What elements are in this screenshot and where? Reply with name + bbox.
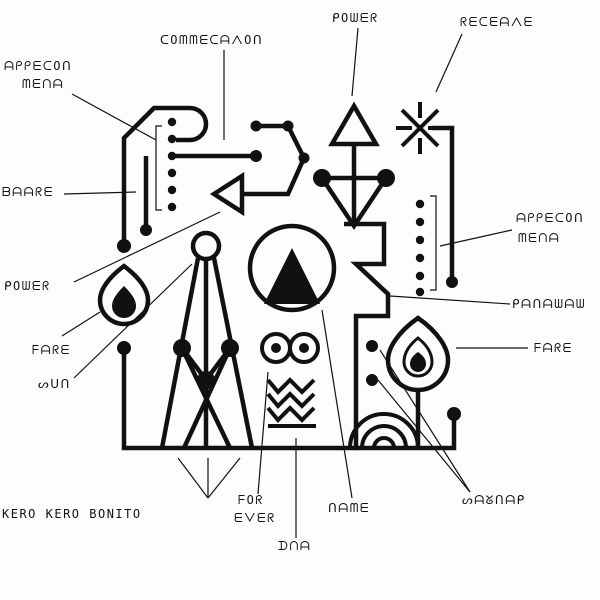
wire-receiver [432,125,455,280]
down-triangle [317,175,391,231]
signal-arcs-icon [348,412,420,449]
label-mission-menu-left-line1: ᗩᑭᑭᗴᑕOᑎ [4,59,72,73]
label-mission-menu-right-line1: ᗩᑭᑭᗴᑕOᑎ [516,211,584,225]
name-eye-symbol [247,223,337,313]
node [140,224,152,236]
node [250,150,262,162]
label-window: ᑭᗩᑎᗩᗯᗩᗯ [512,297,586,311]
label-power-top: ᑭOᗯᗴᖇ [332,11,379,25]
label-signal: ᔕᗩᘜᑎᗩᑭ [462,493,526,507]
fire-left-icon [97,263,151,327]
fire-right-icon [385,315,451,448]
wire-left-loop [121,105,209,246]
label-receiver: ᖇᗴᑕᗴᗩᐱᗴ [460,15,534,29]
mission-menu-left [155,117,177,212]
label-fire-right: ᖴᗩᖇᗴ [534,341,573,355]
window-outline [121,221,391,451]
label-mission-menu-left-line2: ᗰᗴᑎᗩ [22,77,64,91]
label-for-ever-line2: ᗴᐯᗴᖇ [234,511,276,525]
label-dna: ᗪᑎᗩ [278,539,311,553]
power-triangle [328,101,380,147]
signal-dot [366,374,378,386]
label-name: ᑎᗩᗰᗴ [328,501,370,515]
wire-bottom-right [356,416,457,451]
mission-menu-right [415,195,437,297]
receiver-star-icon [396,102,444,154]
label-kero-kero-bonito: KERO KERO BONITO [2,507,142,521]
node [117,239,131,253]
label-for-ever-line1: ᖴOᖇ [238,493,264,507]
label-sun: ᔕᑌᑎ [38,377,71,391]
leader-lines [61,27,528,538]
label-board: ᗷᗩᗩᖇᗴ [2,185,54,199]
label-connection: ᑕOᗰᗰᗴᑕᗩᐱOᑎ [160,33,263,47]
label-mission-menu-right-line2: ᗰᗴᑎᗩ [518,231,560,245]
signal-dot [366,340,378,352]
for-ever-infinity-icon [260,332,320,364]
dna-zigzag-icon [266,377,316,428]
sun-antenna [159,230,255,449]
label-power-left: ᑭOᗯᗴᖇ [4,279,51,293]
arrow-triangle [209,171,245,217]
label-fire-left: ᖴᗩᖇᗴ [32,343,71,357]
